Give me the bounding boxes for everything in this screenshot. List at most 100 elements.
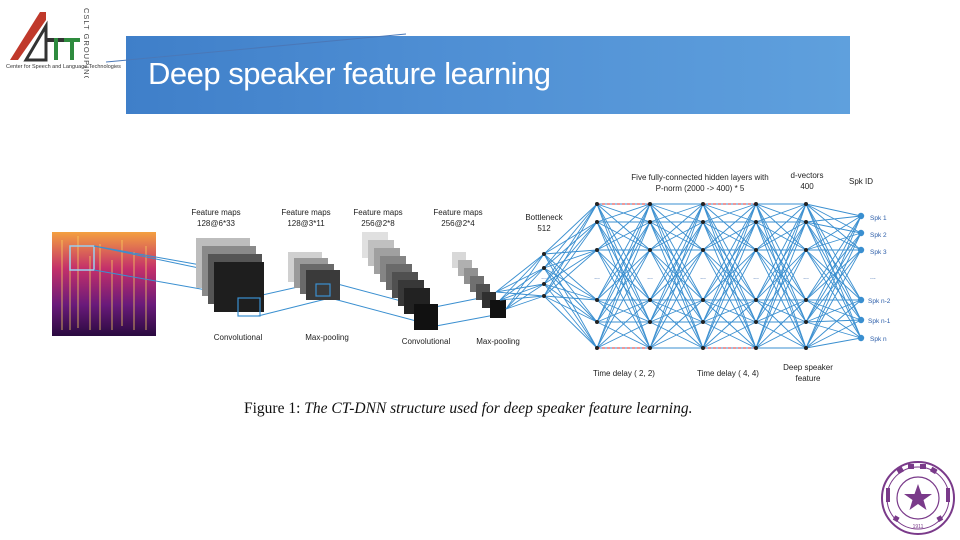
output-label-spkn2: Spk n-2 [868, 298, 891, 305]
bottleneck-edge [499, 267, 545, 301]
network-edge [543, 283, 598, 301]
network-edge [543, 295, 598, 301]
network-edge [649, 299, 704, 323]
network-edge [805, 337, 862, 349]
feature-maps-stack-2 [288, 252, 340, 300]
network-edge [543, 249, 598, 255]
network-node [648, 298, 652, 302]
network-edge [755, 203, 807, 223]
bottleneck-edge [495, 283, 545, 293]
network-edge [755, 249, 807, 349]
network-edge [702, 321, 757, 349]
network-edge [543, 295, 598, 349]
network-edge [596, 203, 651, 349]
network-edge [805, 221, 862, 234]
network-node [804, 298, 808, 302]
network-node [542, 294, 546, 298]
network-node [595, 248, 599, 252]
cslt-logo: CSLT GROUPING [10, 8, 91, 78]
ellipsis-bottleneck: ... [541, 274, 547, 281]
output-node [857, 229, 865, 237]
network-edge [755, 203, 807, 349]
time-delay-2-label: Time delay ( 4, 4) [697, 369, 759, 378]
output-node [857, 212, 865, 220]
network-edge [702, 221, 757, 301]
network-edge [805, 249, 862, 301]
network-edge [543, 283, 598, 323]
fm4-label-2: 256@2*4 [441, 219, 475, 228]
bottleneck-label-2: 512 [537, 224, 551, 233]
fm2-label-2: 128@3*11 [287, 219, 325, 228]
network-edge [805, 319, 862, 349]
network-edge [596, 203, 651, 301]
output-node [857, 334, 865, 342]
spectrogram-image [52, 232, 156, 336]
layer-ellipses: ... ... ... ... ... ... [541, 274, 809, 281]
network-edge [755, 299, 807, 323]
bottleneck-edge [505, 295, 545, 310]
network-edge [702, 249, 757, 349]
network-edge [805, 215, 862, 349]
seal-year: 1911 [913, 524, 924, 530]
network-edge [649, 221, 704, 349]
network-node [595, 320, 599, 324]
network-node [804, 220, 808, 224]
network-nodes [542, 202, 865, 350]
network-edge [702, 299, 757, 349]
network-edge [805, 321, 862, 339]
network-edge [702, 203, 757, 251]
network-edge [596, 203, 651, 323]
logo-vertical-text: CSLT GROUPING [82, 8, 91, 78]
network-edge [596, 203, 651, 223]
output-node [857, 316, 865, 324]
network-edge [543, 267, 598, 323]
network-edge [543, 221, 598, 297]
network-edge [805, 203, 862, 217]
network-node [542, 282, 546, 286]
bottleneck-edge [499, 283, 545, 301]
output-label-spk2: Spk 2 [870, 232, 887, 239]
network-edge [805, 221, 862, 301]
output-label-spk3: Spk 3 [870, 249, 887, 256]
network-node [648, 202, 652, 206]
hidden-layers-title-1: Five fully-connected hidden layers with [631, 173, 768, 182]
network-edge [596, 299, 651, 323]
caption-prefix: Figure 1: [244, 400, 301, 417]
network-edge [543, 203, 598, 297]
network-edge [649, 221, 704, 251]
fm2-label-1: Feature maps [281, 208, 330, 217]
network-edge [649, 221, 704, 301]
network-node [595, 220, 599, 224]
network-edge [805, 299, 862, 349]
time-delay-1-label: Time delay ( 2, 2) [593, 369, 655, 378]
dvectors-label-2: 400 [800, 182, 814, 191]
network-node [595, 298, 599, 302]
network-edge [805, 215, 862, 301]
network-edge [702, 299, 757, 323]
network-node [648, 320, 652, 324]
network-edge [755, 221, 807, 323]
network-node [754, 298, 758, 302]
fm1-label-1: Feature maps [191, 208, 240, 217]
network-edge [755, 203, 807, 323]
network-node [648, 220, 652, 224]
network-edge [805, 221, 862, 251]
network-node [754, 202, 758, 206]
network-edge [596, 221, 651, 323]
output-labels: Spk 1 Spk 2 Spk 3 ... Spk n-2 Spk n-1 Sp… [868, 215, 891, 343]
output-label-spkn1: Spk n-1 [868, 318, 891, 325]
network-edge [649, 203, 704, 251]
spk-id-title: Spk ID [849, 177, 873, 186]
network-edge [805, 249, 862, 349]
university-seal: 1911 [881, 461, 955, 535]
network-node [542, 252, 546, 256]
network-edge [596, 249, 651, 349]
network-node [701, 298, 705, 302]
network-node [804, 248, 808, 252]
network-edge [543, 295, 598, 323]
network-node [701, 220, 705, 224]
network-edge [596, 221, 651, 251]
network-edge [805, 203, 862, 301]
network-edge [543, 221, 598, 285]
ellipsis-layer-4: ... [753, 274, 759, 281]
